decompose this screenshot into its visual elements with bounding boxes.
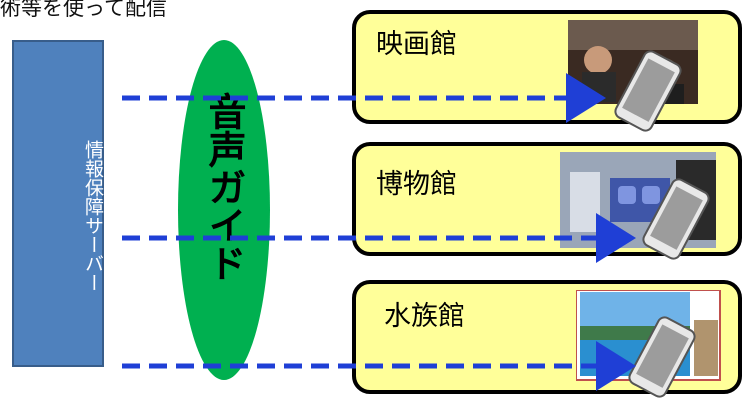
caption-text: 術等を使って配信 xyxy=(0,0,167,20)
venue-cinema-label: 映画館 xyxy=(376,29,457,60)
smartphone-icon xyxy=(642,178,710,260)
venue-aquarium-label: 水族館 xyxy=(384,301,465,332)
smartphone-icon xyxy=(628,316,696,398)
info-server-label: 情報保障サーバー xyxy=(82,140,104,292)
info-server-box xyxy=(12,40,104,367)
audio-guide-label: 音声ガイド xyxy=(202,92,246,282)
venue-museum-label: 博物館 xyxy=(376,169,457,200)
smartphone-icon xyxy=(614,50,682,132)
